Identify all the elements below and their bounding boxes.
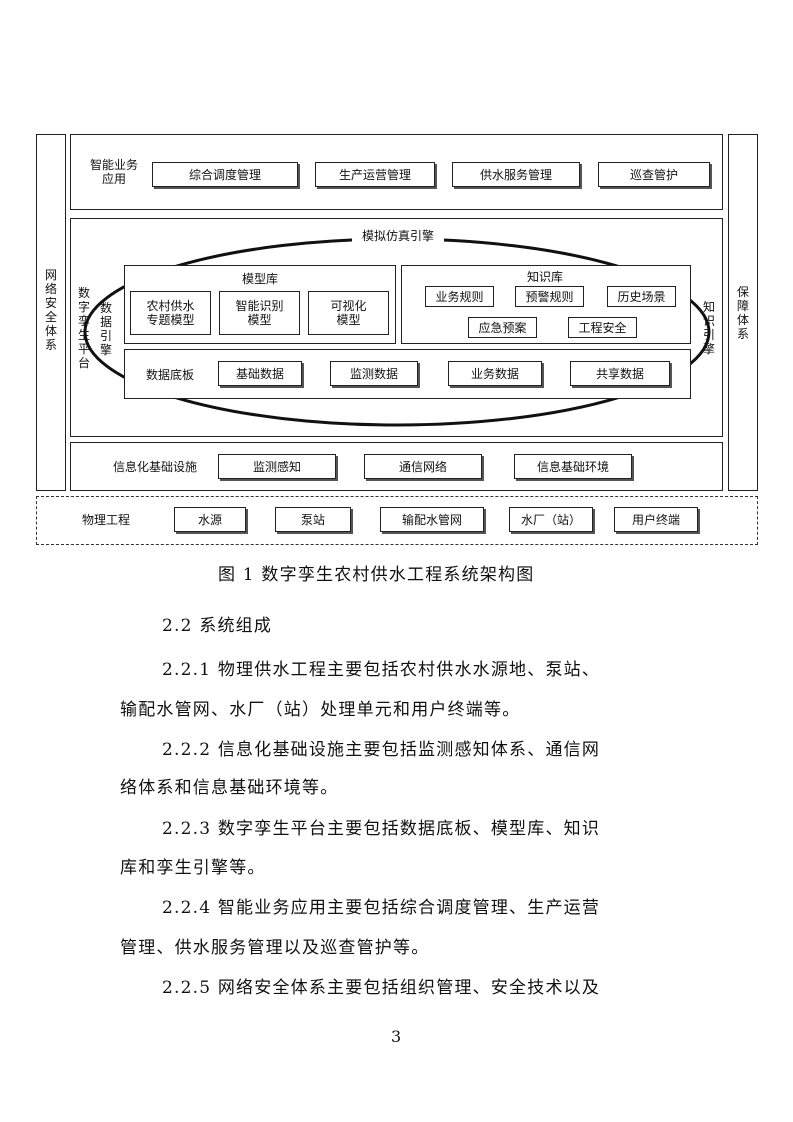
paragraph-line: 管理、供水服务管理以及巡查管护等。 [120,938,430,958]
assurance-label: 保障体系 [736,285,749,341]
model-item-recognition: 智能识别模型 [219,291,300,335]
physical-label: 物理工程 [81,513,130,527]
data-base-label: 数据底板 [145,368,194,382]
figure-caption: 图 1 数字孪生农村供水工程系统架构图 [218,565,535,585]
physical-item-source: 水源 [174,507,246,532]
network-security-label: 网络安全体系 [44,268,57,352]
smart-app-label: 智能业务应用 [89,158,138,186]
app-item-dispatch: 综合调度管理 [152,162,298,187]
assurance-panel [728,134,758,491]
section-heading: 2.2 系统组成 [162,616,273,636]
paragraph-line: 络体系和信息基础环境等。 [120,778,339,798]
paragraph-line: 2.2.1 物理供水工程主要包括农村供水水源地、泵站、 [162,660,601,680]
infra-item-network: 通信网络 [364,454,482,479]
data-item-business: 业务数据 [448,361,542,386]
infra-item-environment: 信息基础环境 [514,454,632,479]
app-item-service: 供水服务管理 [452,162,580,187]
data-engine-label: 数据引擎 [99,301,112,357]
paragraph-line: 2.2.4 智能业务应用主要包括综合调度管理、生产运营 [162,898,601,918]
physical-layer [36,496,758,545]
data-item-monitor: 监测数据 [330,361,418,386]
physical-item-pump: 泵站 [275,507,351,532]
kb-item-safety: 工程安全 [568,317,637,338]
network-security-panel [36,134,66,491]
infra-label: 信息化基础设施 [112,460,197,474]
model-library-title: 模型库 [241,272,278,286]
kb-item-warning-rules: 预警规则 [515,286,584,307]
physical-item-pipe: 输配水管网 [380,507,484,532]
model-item-rural: 农村供水专题模型 [130,291,211,335]
kb-item-history: 历史场景 [607,286,676,307]
knowledge-library-title: 知识库 [526,270,563,284]
knowledge-engine-label: 知识引擎 [702,300,715,356]
twin-platform-label: 数字孪生平台 [77,286,90,370]
paragraph-line: 2.2.2 信息化基础设施主要包括监测感知体系、通信网 [162,740,601,760]
physical-item-plant: 水厂（站） [509,507,593,532]
model-item-visual: 可视化模型 [308,291,389,335]
page-number: 3 [391,1027,403,1046]
paragraph-line: 输配水管网、水厂（站）处理单元和用户终端等。 [120,700,521,720]
app-item-patrol: 巡查管护 [598,162,710,187]
data-item-shared: 共享数据 [570,361,670,386]
app-item-operation: 生产运营管理 [315,162,435,187]
kb-item-emergency: 应急预案 [468,317,537,338]
paragraph-line: 2.2.5 网络安全体系主要包括组织管理、安全技术以及 [162,978,601,998]
paragraph-line: 库和孪生引擎等。 [120,858,266,878]
paragraph-line: 2.2.3 数字孪生平台主要包括数据底板、模型库、知识 [162,819,601,839]
data-item-basic: 基础数据 [218,361,302,386]
infra-item-sensing: 监测感知 [218,454,336,479]
sim-engine-label: 模拟仿真引擎 [352,229,444,243]
kb-item-business-rules: 业务规则 [425,286,494,307]
physical-item-terminal: 用户终端 [614,507,698,532]
